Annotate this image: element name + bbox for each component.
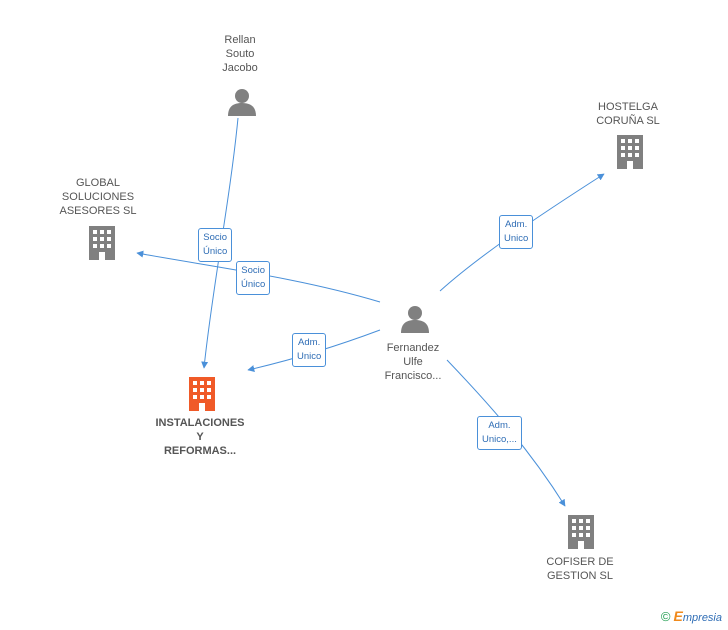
node-global-label[interactable]: GLOBAL SOLUCIONES ASESORES SL (59, 177, 137, 217)
building-icon (189, 377, 215, 411)
brand-initial: E (673, 608, 683, 624)
node-hostelga-label[interactable]: HOSTELGA CORUÑA SL (596, 101, 660, 127)
copyright-symbol: © (660, 609, 671, 624)
footer-brand[interactable]: © Empresia (661, 608, 722, 624)
building-icon (617, 135, 643, 169)
edge-label-fernandez-instalaciones[interactable]: Adm. Unico (292, 333, 327, 367)
building-icon (568, 515, 594, 549)
node-cofiser-label[interactable]: COFISER DE GESTION SL (546, 556, 614, 582)
node-fernandez-label[interactable]: Fernandez Ulfe Francisco... (384, 342, 442, 382)
edge-label-rellan-instalaciones[interactable]: Socio Único (198, 228, 233, 262)
person-icon (401, 306, 429, 333)
edge-label-fernandez-cofiser[interactable]: Adm. Unico,... (477, 416, 522, 450)
node-instalaciones-label[interactable]: INSTALACIONES Y REFORMAS... (155, 417, 245, 457)
node-rellan-label[interactable]: Rellan Souto Jacobo (222, 34, 258, 74)
edge-label-fernandez-hostelga[interactable]: Adm. Unico (499, 215, 534, 249)
brand-name: mpresia (682, 612, 722, 624)
person-icon (228, 89, 256, 116)
building-icon (89, 226, 115, 260)
edge-label-fernandez-global[interactable]: Socio Único (236, 261, 271, 295)
